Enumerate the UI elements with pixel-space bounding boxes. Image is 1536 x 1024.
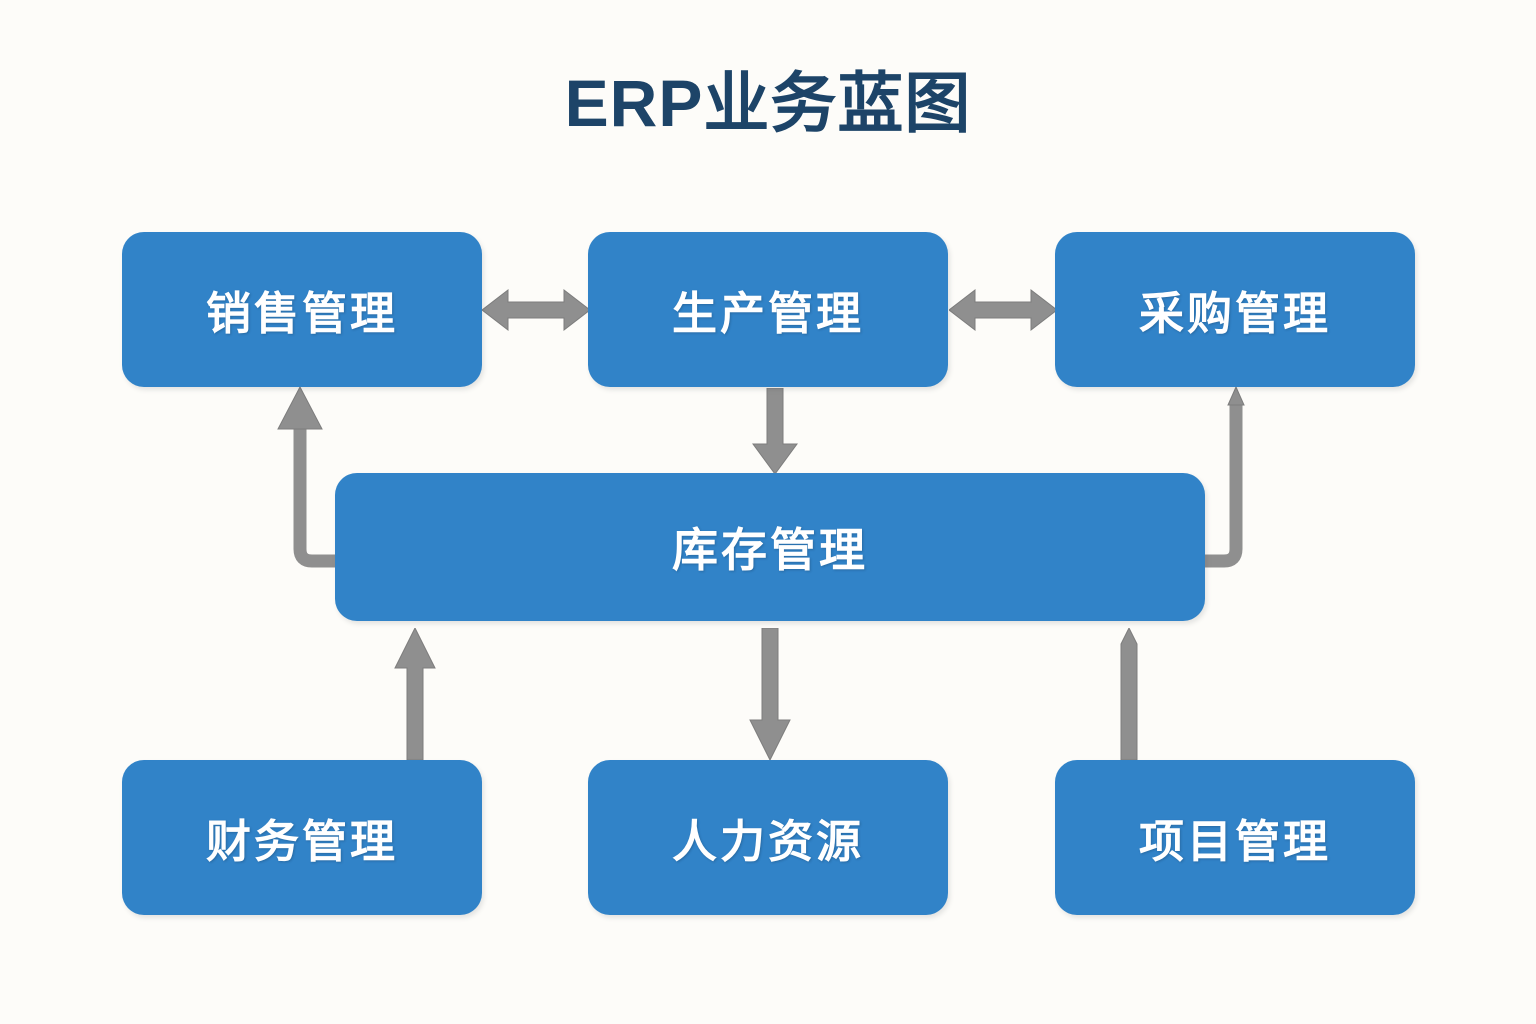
node-label: 生产管理 bbox=[671, 288, 864, 339]
node-label: 销售管理 bbox=[205, 288, 398, 339]
connector-project-inventory-icon bbox=[1120, 628, 1138, 760]
node-label: 库存管理 bbox=[672, 524, 868, 576]
connector-sales-production-icon bbox=[482, 288, 590, 332]
connector-production-inventory-icon bbox=[752, 388, 798, 474]
node-purchase-management[interactable]: 采购管理 bbox=[1055, 232, 1415, 387]
node-human-resources[interactable]: 人力资源 bbox=[588, 760, 948, 915]
node-production-management[interactable]: 生产管理 bbox=[588, 232, 948, 387]
node-label: 人力资源 bbox=[671, 816, 864, 867]
node-label: 财务管理 bbox=[205, 816, 398, 867]
node-label: 项目管理 bbox=[1138, 816, 1331, 867]
connector-inventory-purchase-icon bbox=[1198, 385, 1245, 568]
connector-finance-inventory-icon bbox=[394, 628, 436, 760]
node-sales-management[interactable]: 销售管理 bbox=[122, 232, 482, 387]
node-inventory-management[interactable]: 库存管理 bbox=[335, 473, 1205, 621]
node-project-management[interactable]: 项目管理 bbox=[1055, 760, 1415, 915]
connector-production-purchase-icon bbox=[949, 288, 1057, 332]
page-title: ERP业务蓝图 bbox=[564, 66, 972, 140]
node-label: 采购管理 bbox=[1138, 288, 1331, 339]
connector-inventory-hr-icon bbox=[749, 628, 791, 760]
node-finance-management[interactable]: 财务管理 bbox=[122, 760, 482, 915]
